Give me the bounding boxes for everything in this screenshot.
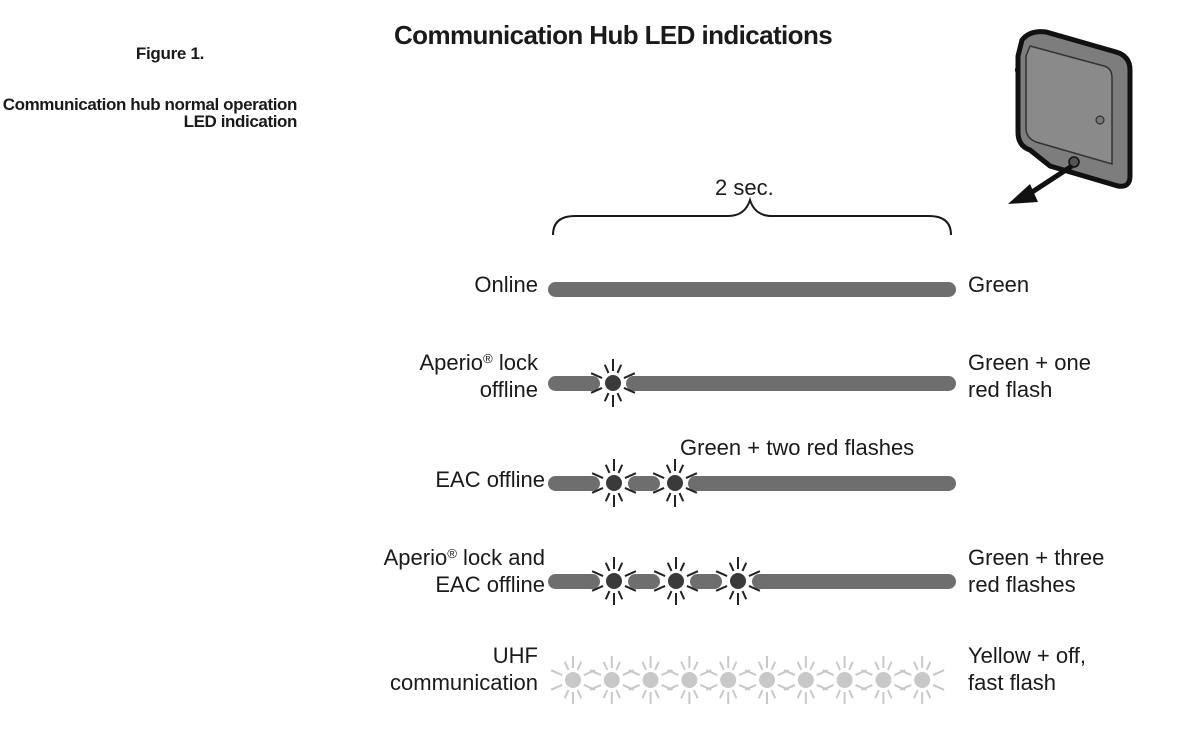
figure-label: Figure 1. (135, 44, 205, 63)
row-label-uhf-communication: UHF communication (390, 643, 538, 695)
time-span-label: 2 sec. (715, 175, 774, 200)
red-flash-marker (590, 359, 636, 407)
red-flash-group-row-3 (591, 459, 698, 507)
online-bar (548, 282, 956, 297)
communication-hub-device-icon (1015, 29, 1133, 189)
red-flash-group-row-2 (590, 359, 636, 407)
indication-uhf-communication: Yellow + off, fast flash (968, 643, 1087, 695)
indication-aperio-lock-offline: Green + one red flash (968, 350, 1091, 402)
red-flash-marker (652, 459, 698, 507)
aperio-lock-offline-bar (548, 376, 956, 391)
indication-aperio-and-eac-offline: Green + three red flashes (968, 545, 1105, 597)
yellow-flash-marker (861, 656, 906, 704)
red-flash-marker (591, 459, 637, 507)
time-span-brace (552, 196, 952, 236)
figure-caption: Communication hub normal operation LED i… (2, 95, 298, 131)
yellow-flash-marker (705, 656, 751, 704)
yellow-flash-marker (783, 656, 829, 704)
yellow-flash-marker (822, 656, 867, 704)
red-flash-group-row-4 (591, 557, 761, 605)
yellow-flash-marker (744, 656, 790, 704)
yellow-flash-marker (550, 656, 596, 704)
yellow-flash-marker (667, 656, 712, 704)
indication-online: Green (968, 272, 1030, 297)
diagram-title: Communication Hub LED indications (394, 20, 833, 50)
yellow-flash-marker (899, 656, 945, 704)
aperio-and-eac-offline-bar (548, 574, 956, 589)
row-label-online: Online (474, 272, 538, 297)
row-label-aperio-and-eac-offline: Aperio® lock and EAC offline (383, 545, 545, 597)
led-pointer-arrow-icon (1008, 163, 1074, 204)
red-flash-marker (715, 557, 761, 605)
eac-offline-bar (548, 476, 956, 491)
row-label-eac-offline: EAC offline (435, 467, 545, 492)
yellow-flash-group-row-5 (550, 656, 945, 704)
red-flash-marker (591, 557, 637, 605)
yellow-flash-marker (628, 656, 673, 704)
row-label-aperio-lock-offline: Aperio® lock offline (419, 350, 538, 402)
indication-eac-offline: Green + two red flashes (680, 435, 915, 460)
red-flash-marker (653, 557, 699, 605)
yellow-flash-marker (589, 656, 635, 704)
